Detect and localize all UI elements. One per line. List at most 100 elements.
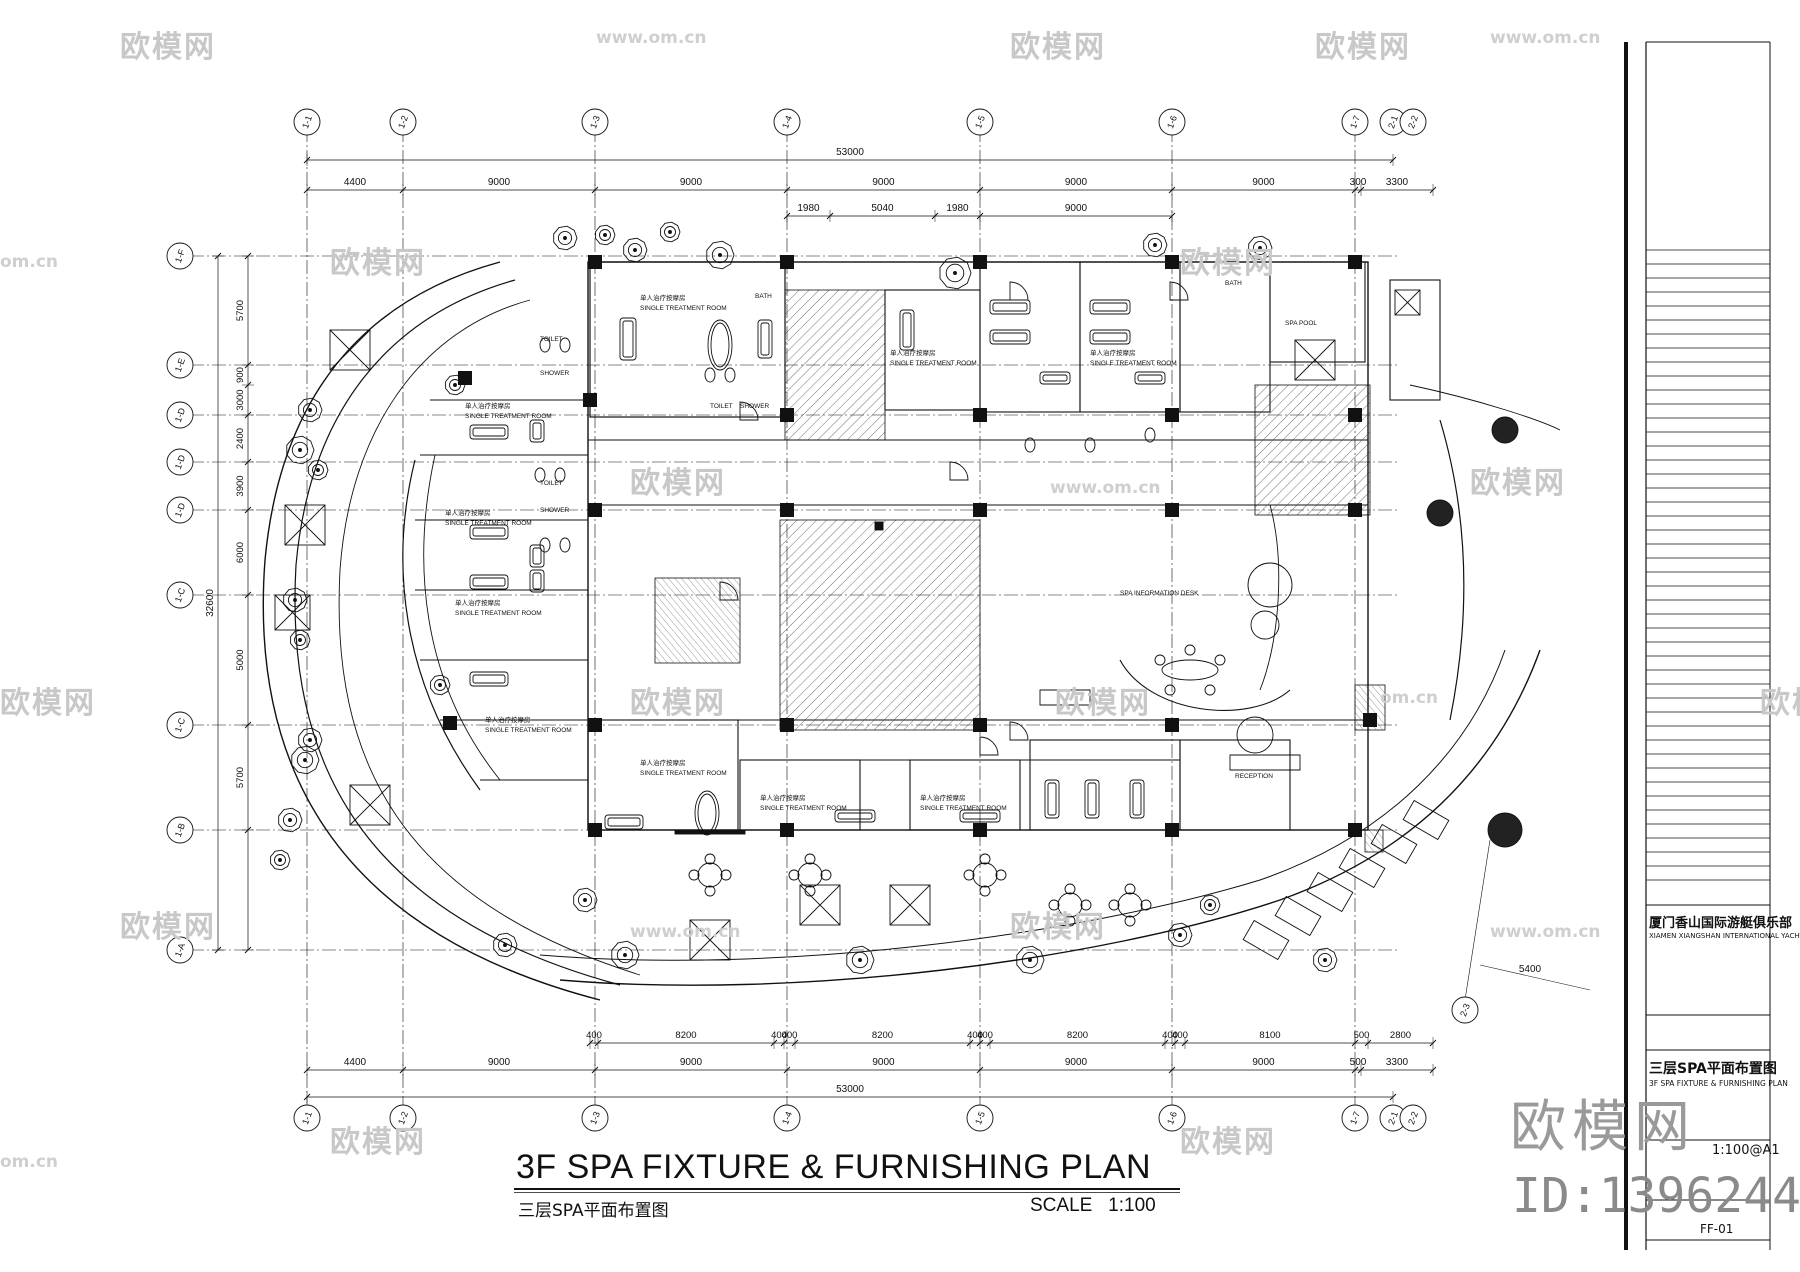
tree-inner bbox=[497, 937, 513, 953]
dimension-label: 5000 bbox=[235, 649, 246, 670]
tree-inner bbox=[557, 230, 573, 246]
grid-axis-bubble: 1-4 bbox=[773, 108, 801, 136]
round-table bbox=[1247, 562, 1293, 608]
massage-bed bbox=[469, 524, 509, 540]
tree-trunk bbox=[438, 683, 442, 687]
chair bbox=[979, 885, 991, 897]
svg-text:2-1: 2-1 bbox=[1386, 1110, 1400, 1126]
massage-bed bbox=[899, 309, 915, 351]
scale-label: SCALE bbox=[1030, 1195, 1093, 1216]
tree-canopy bbox=[611, 940, 640, 970]
lounger bbox=[1306, 871, 1354, 913]
shower-label: SHOWER bbox=[540, 370, 570, 377]
room-label-4: 单人治疗按摩房 bbox=[455, 598, 501, 607]
watermark-logo: 欧模网 bbox=[630, 686, 726, 721]
chair bbox=[720, 869, 732, 881]
dimension-label: 3900 bbox=[235, 475, 246, 496]
column bbox=[973, 823, 987, 837]
tree-canopy bbox=[706, 240, 735, 270]
door-swing bbox=[1009, 281, 1029, 301]
grid-axis-bubble: 1-D bbox=[166, 496, 194, 524]
massage-bed-inner bbox=[760, 322, 770, 356]
tree bbox=[1200, 894, 1221, 916]
massage-bed bbox=[1129, 779, 1145, 819]
title-underline bbox=[514, 1188, 1180, 1193]
svg-text:2-1: 2-1 bbox=[1386, 114, 1400, 130]
toilet bbox=[539, 537, 551, 553]
tree-canopy bbox=[573, 887, 598, 913]
watermark-url: om.cn bbox=[0, 252, 59, 272]
room-label-1: 单人治疗按摩房 bbox=[640, 293, 686, 302]
dimension-label: 9000 bbox=[1065, 177, 1088, 188]
tree bbox=[660, 221, 681, 243]
round-table bbox=[1057, 892, 1083, 918]
watermark-url: www.om.cn bbox=[1050, 478, 1161, 498]
massage-bed-inner bbox=[472, 427, 506, 437]
tree-inner bbox=[664, 226, 676, 238]
massage-bed bbox=[1084, 779, 1100, 819]
tree-trunk bbox=[298, 638, 302, 642]
dimension-label: 8200 bbox=[1067, 1030, 1088, 1041]
tree-inner bbox=[302, 402, 318, 418]
tree-dark bbox=[1491, 416, 1519, 444]
grid-axis-bubble: 1-5 bbox=[966, 1104, 994, 1132]
watermark-logo: 欧模网 bbox=[1760, 686, 1800, 721]
dimension-label: 400 bbox=[586, 1030, 602, 1041]
dimension-label: 9000 bbox=[680, 177, 703, 188]
tree-canopy bbox=[493, 932, 518, 958]
dimension-label: 9000 bbox=[1252, 177, 1275, 188]
tree-canopy bbox=[308, 459, 329, 481]
tree-trunk bbox=[288, 818, 292, 822]
svg-text:1-4: 1-4 bbox=[780, 1110, 794, 1126]
column bbox=[588, 718, 602, 732]
grid-axis-bubble: 1-D bbox=[166, 448, 194, 476]
grid-axis-bubble: 1-5 bbox=[966, 108, 994, 136]
column bbox=[1363, 713, 1377, 727]
tree-canopy bbox=[623, 237, 648, 263]
chair bbox=[979, 853, 991, 865]
chair bbox=[1164, 684, 1176, 696]
tree bbox=[308, 459, 329, 481]
svg-text:1-D: 1-D bbox=[173, 406, 188, 424]
massage-bed-inner bbox=[1137, 374, 1163, 382]
room-label-6: 单人治疗按摩房 bbox=[640, 758, 686, 767]
toilet bbox=[1144, 427, 1156, 443]
room-label-1-en: SINGLE TREATMENT ROOM bbox=[640, 305, 727, 312]
round-table bbox=[972, 862, 998, 888]
drawing-title: 3F SPA FIXTURE & FURNISHING PLAN bbox=[516, 1148, 1152, 1186]
tree-trunk bbox=[503, 943, 507, 947]
watermark-logo: 欧模网 bbox=[0, 686, 96, 721]
hatched-areas bbox=[654, 289, 1386, 853]
tree bbox=[445, 374, 466, 396]
tree-canopy bbox=[1168, 922, 1193, 948]
massage-bed bbox=[989, 329, 1031, 345]
shower-label-3: SHOWER bbox=[740, 403, 770, 410]
massage-bed bbox=[1044, 779, 1060, 819]
column bbox=[583, 393, 597, 407]
tree-inner bbox=[449, 379, 461, 391]
room-label-9-en: SINGLE TREATMENT ROOM bbox=[890, 360, 977, 367]
dimension-label: 9000 bbox=[1252, 1057, 1275, 1068]
chair bbox=[1108, 899, 1120, 911]
tree-inner bbox=[302, 732, 318, 748]
massage-bed bbox=[834, 809, 876, 823]
grid-axis-bubble: 1-E bbox=[166, 351, 194, 379]
tree bbox=[430, 674, 451, 696]
tree-canopy bbox=[290, 629, 311, 651]
svg-text:1-A: 1-A bbox=[173, 942, 187, 959]
dimension-label: 300 bbox=[1350, 177, 1367, 188]
tree-trunk bbox=[1178, 933, 1182, 937]
massage-bed bbox=[604, 814, 644, 830]
svg-text:1-5: 1-5 bbox=[973, 114, 987, 130]
chair bbox=[820, 869, 832, 881]
tree-canopy bbox=[1200, 894, 1221, 916]
svg-text:1-D: 1-D bbox=[173, 501, 188, 519]
dimension-label: 400 bbox=[771, 1030, 787, 1041]
sheet-number: FF-01 bbox=[1700, 1222, 1734, 1236]
massage-bed-inner bbox=[992, 302, 1028, 312]
column bbox=[780, 408, 794, 422]
spa-info-label: SPA INFORMATION DESK bbox=[1120, 590, 1199, 597]
room-label-2-en: SINGLE TREATMENT ROOM bbox=[465, 413, 552, 420]
tree-inner bbox=[291, 441, 309, 459]
tree-canopy bbox=[595, 224, 616, 246]
